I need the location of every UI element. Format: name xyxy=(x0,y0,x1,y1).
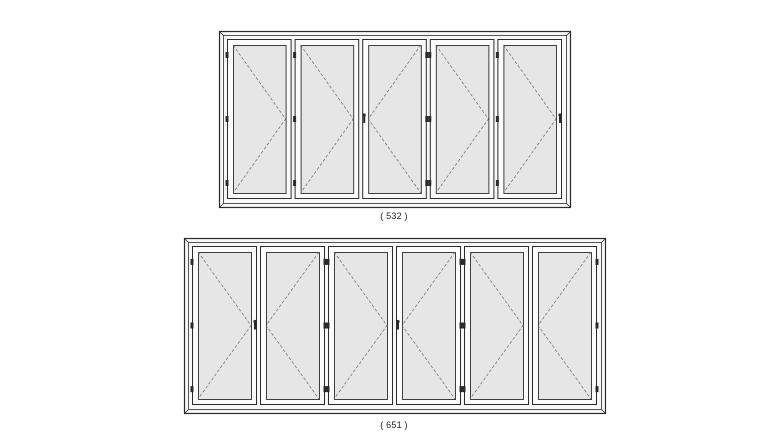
handle-knob-icon xyxy=(396,319,400,324)
door-configuration-2 xyxy=(183,237,607,415)
hinge-mark xyxy=(323,386,327,393)
panel-glass xyxy=(368,45,422,194)
frame-corner-line xyxy=(184,409,189,414)
door-panel xyxy=(428,39,495,199)
hinge-mark xyxy=(428,116,432,122)
handle-knob-icon xyxy=(253,319,257,324)
hinge-mark xyxy=(225,116,229,122)
opening-direction-dashes xyxy=(232,44,287,194)
panel-glass xyxy=(266,252,320,400)
handle-icon xyxy=(254,321,256,330)
hinge-mark xyxy=(462,322,466,329)
hinge-mark xyxy=(595,258,599,265)
hinge-mark xyxy=(293,116,297,122)
hinge-mark xyxy=(293,52,297,58)
door-panel xyxy=(362,39,429,199)
handle-knob-icon xyxy=(558,113,562,117)
frame-corner-line xyxy=(601,409,606,414)
hinge-mark xyxy=(225,180,229,186)
panel-glass xyxy=(334,252,388,400)
frame-corner-line xyxy=(566,203,571,208)
hinge-mark xyxy=(495,116,499,122)
opening-direction-dashes xyxy=(367,44,422,194)
frame-corner-line xyxy=(184,238,189,243)
hinge-mark xyxy=(225,52,229,58)
hinge-mark xyxy=(428,180,432,186)
panel-glass xyxy=(538,252,592,400)
hinge-mark xyxy=(326,258,330,265)
handle-icon xyxy=(397,321,399,330)
hinge-mark xyxy=(459,322,463,329)
door-panel xyxy=(462,246,529,405)
panel-glass xyxy=(435,45,490,194)
hinge-mark xyxy=(595,386,599,393)
panel-glass xyxy=(198,252,252,400)
hinge-mark xyxy=(190,322,194,329)
hinge-mark xyxy=(425,116,429,122)
panel-glass xyxy=(233,45,287,194)
opening-direction-dashes xyxy=(503,44,557,194)
opening-direction-dashes xyxy=(469,251,524,400)
hinge-mark xyxy=(323,322,327,329)
opening-direction-dashes xyxy=(435,44,489,194)
frame-corner-line xyxy=(566,31,571,36)
hinge-mark xyxy=(459,386,463,393)
door-panel xyxy=(225,39,292,199)
hinge-mark xyxy=(459,258,463,265)
door-panel xyxy=(495,39,562,199)
frame-corner-line xyxy=(601,238,606,243)
hinge-mark xyxy=(326,322,330,329)
opening-direction-dashes xyxy=(401,251,456,400)
opening-direction-dashes xyxy=(265,251,320,400)
hinge-mark xyxy=(495,180,499,186)
hinge-mark xyxy=(190,258,194,265)
door-configuration-1 xyxy=(218,30,572,209)
hinge-mark xyxy=(293,180,297,186)
hinge-mark xyxy=(428,52,432,58)
inner-frame-line xyxy=(188,242,602,410)
opening-direction-dashes xyxy=(197,251,252,400)
handle-icon xyxy=(559,115,561,123)
hinge-mark xyxy=(495,52,499,58)
door-panel xyxy=(190,246,257,405)
hinge-mark xyxy=(326,386,330,393)
hinge-mark xyxy=(462,258,466,265)
caption-config-2: ( 651 ) xyxy=(380,420,408,430)
hinge-mark xyxy=(190,386,194,393)
opening-direction-dashes xyxy=(537,251,592,400)
door-panel xyxy=(396,246,463,405)
hinge-mark xyxy=(425,52,429,58)
handle-knob-icon xyxy=(362,113,366,117)
frame-corner-line xyxy=(219,203,224,208)
hinge-mark xyxy=(462,386,466,393)
hinge-mark xyxy=(595,322,599,329)
handle-icon xyxy=(363,115,366,123)
door-panel xyxy=(326,246,393,405)
hinge-mark xyxy=(323,258,327,265)
panel-glass xyxy=(470,252,524,400)
opening-direction-dashes xyxy=(333,251,388,400)
door-panel xyxy=(293,39,360,199)
opening-direction-dashes xyxy=(300,44,354,194)
frame-corner-line xyxy=(219,31,224,36)
panel-glass xyxy=(503,45,557,194)
door-panel xyxy=(532,246,599,405)
hinge-mark xyxy=(425,180,429,186)
panel-glass xyxy=(300,45,355,194)
inner-frame-line xyxy=(223,35,567,204)
door-panel xyxy=(260,246,327,405)
panel-glass xyxy=(402,252,456,400)
caption-config-1: ( 532 ) xyxy=(380,211,408,221)
